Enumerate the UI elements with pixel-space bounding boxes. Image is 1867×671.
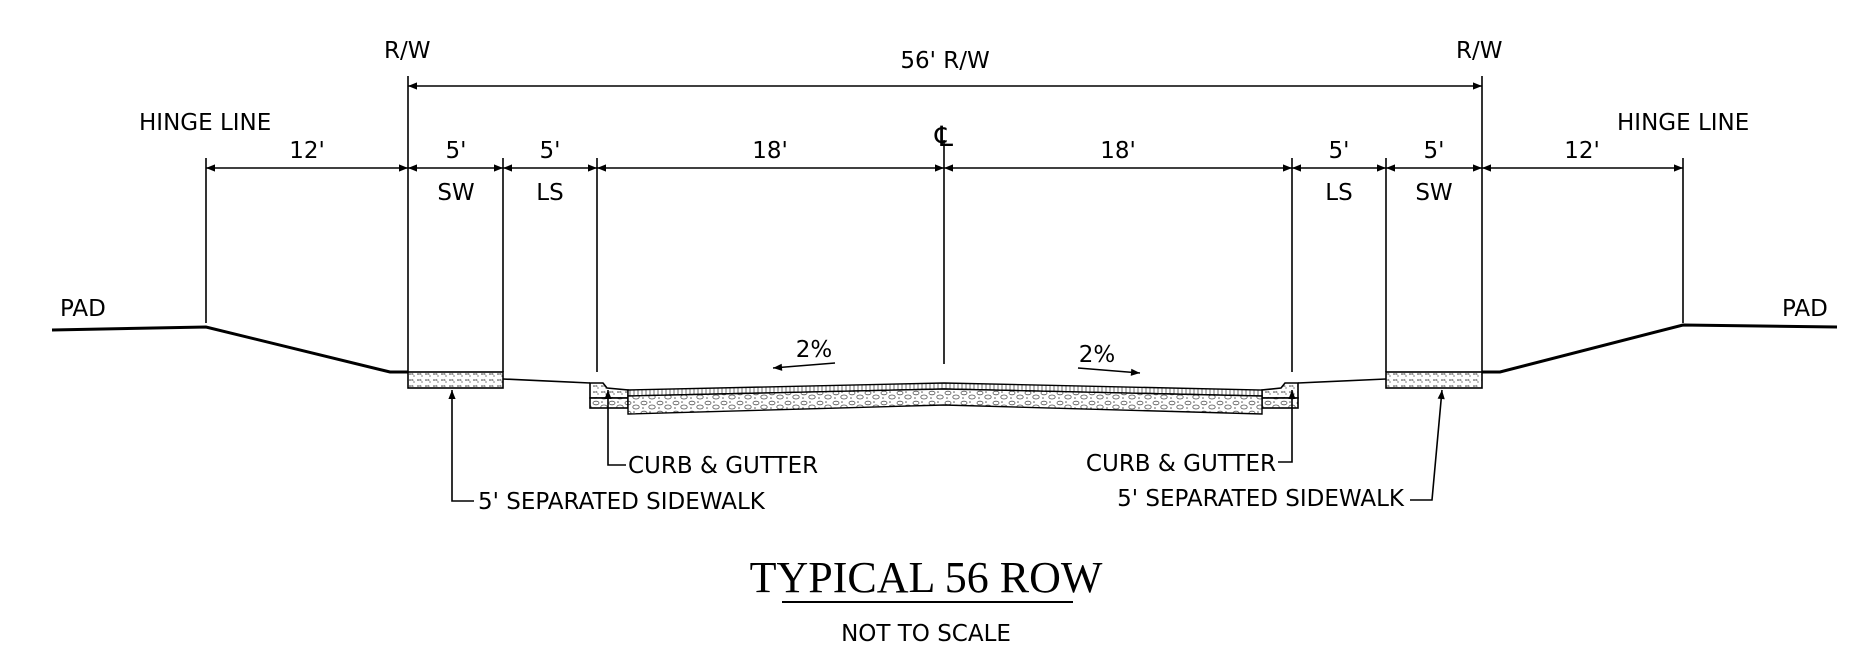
drawing-subtitle: NOT TO SCALE <box>841 621 1011 647</box>
planting-strip-right <box>1297 378 1387 384</box>
slope-right-label: 2% <box>1079 342 1116 368</box>
slope-arrow-right <box>1077 367 1141 376</box>
ground-profile-left <box>51 325 408 374</box>
dim-sw-right: 5' <box>1424 138 1445 164</box>
hinge-line-right-label: HINGE LINE <box>1617 110 1749 136</box>
callout-sidewalk-left: 5' SEPARATED SIDEWALK <box>478 489 766 515</box>
abbr-sw-right: SW <box>1415 180 1452 206</box>
pad-left-label: PAD <box>60 296 106 322</box>
slope-arrow-left <box>772 362 836 371</box>
hinge-line-left-label: HINGE LINE <box>139 110 271 136</box>
aggregate-base <box>627 388 1263 415</box>
sidewalk-left <box>407 371 504 389</box>
slope-left-label: 2% <box>796 337 833 363</box>
abbr-ls-right: LS <box>1325 180 1352 206</box>
dim-lane-right: 18' <box>1100 138 1136 164</box>
callout-sidewalk-right: 5' SEPARATED SIDEWALK <box>1117 486 1405 512</box>
sidewalk-right <box>1385 371 1483 389</box>
leader-curb-right <box>1278 390 1296 463</box>
leader-sidewalk-left <box>448 390 474 502</box>
rw-right-label: R/W <box>1456 38 1502 64</box>
planting-strip-left <box>502 378 591 384</box>
dim-ls-right: 5' <box>1329 138 1350 164</box>
abbr-sw-left: SW <box>437 180 474 206</box>
drawing-title: TYPICAL 56 ROW <box>750 553 1103 602</box>
rw-left-label: R/W <box>384 38 430 64</box>
dim-ls-left: 5' <box>540 138 561 164</box>
abbr-ls-left: LS <box>536 180 563 206</box>
centerline-symbol: ℄ <box>934 120 953 153</box>
callout-curb-right: CURB & GUTTER <box>1086 451 1276 477</box>
callout-curb-left: CURB & GUTTER <box>628 453 818 479</box>
leader-sidewalk-right <box>1410 389 1445 501</box>
leader-curb-left <box>604 390 626 466</box>
dim-sw-left: 5' <box>446 138 467 164</box>
dim-hinge-right: 12' <box>1564 138 1600 164</box>
curb-gutter-left <box>589 382 629 409</box>
rw-width-label: 56' R/W <box>900 48 989 74</box>
dim-hinge-left: 12' <box>289 138 325 164</box>
pad-right-label: PAD <box>1782 296 1828 322</box>
dim-lane-left: 18' <box>752 138 788 164</box>
extension-lines <box>205 76 1684 372</box>
ground-profile-right <box>1482 323 1838 374</box>
